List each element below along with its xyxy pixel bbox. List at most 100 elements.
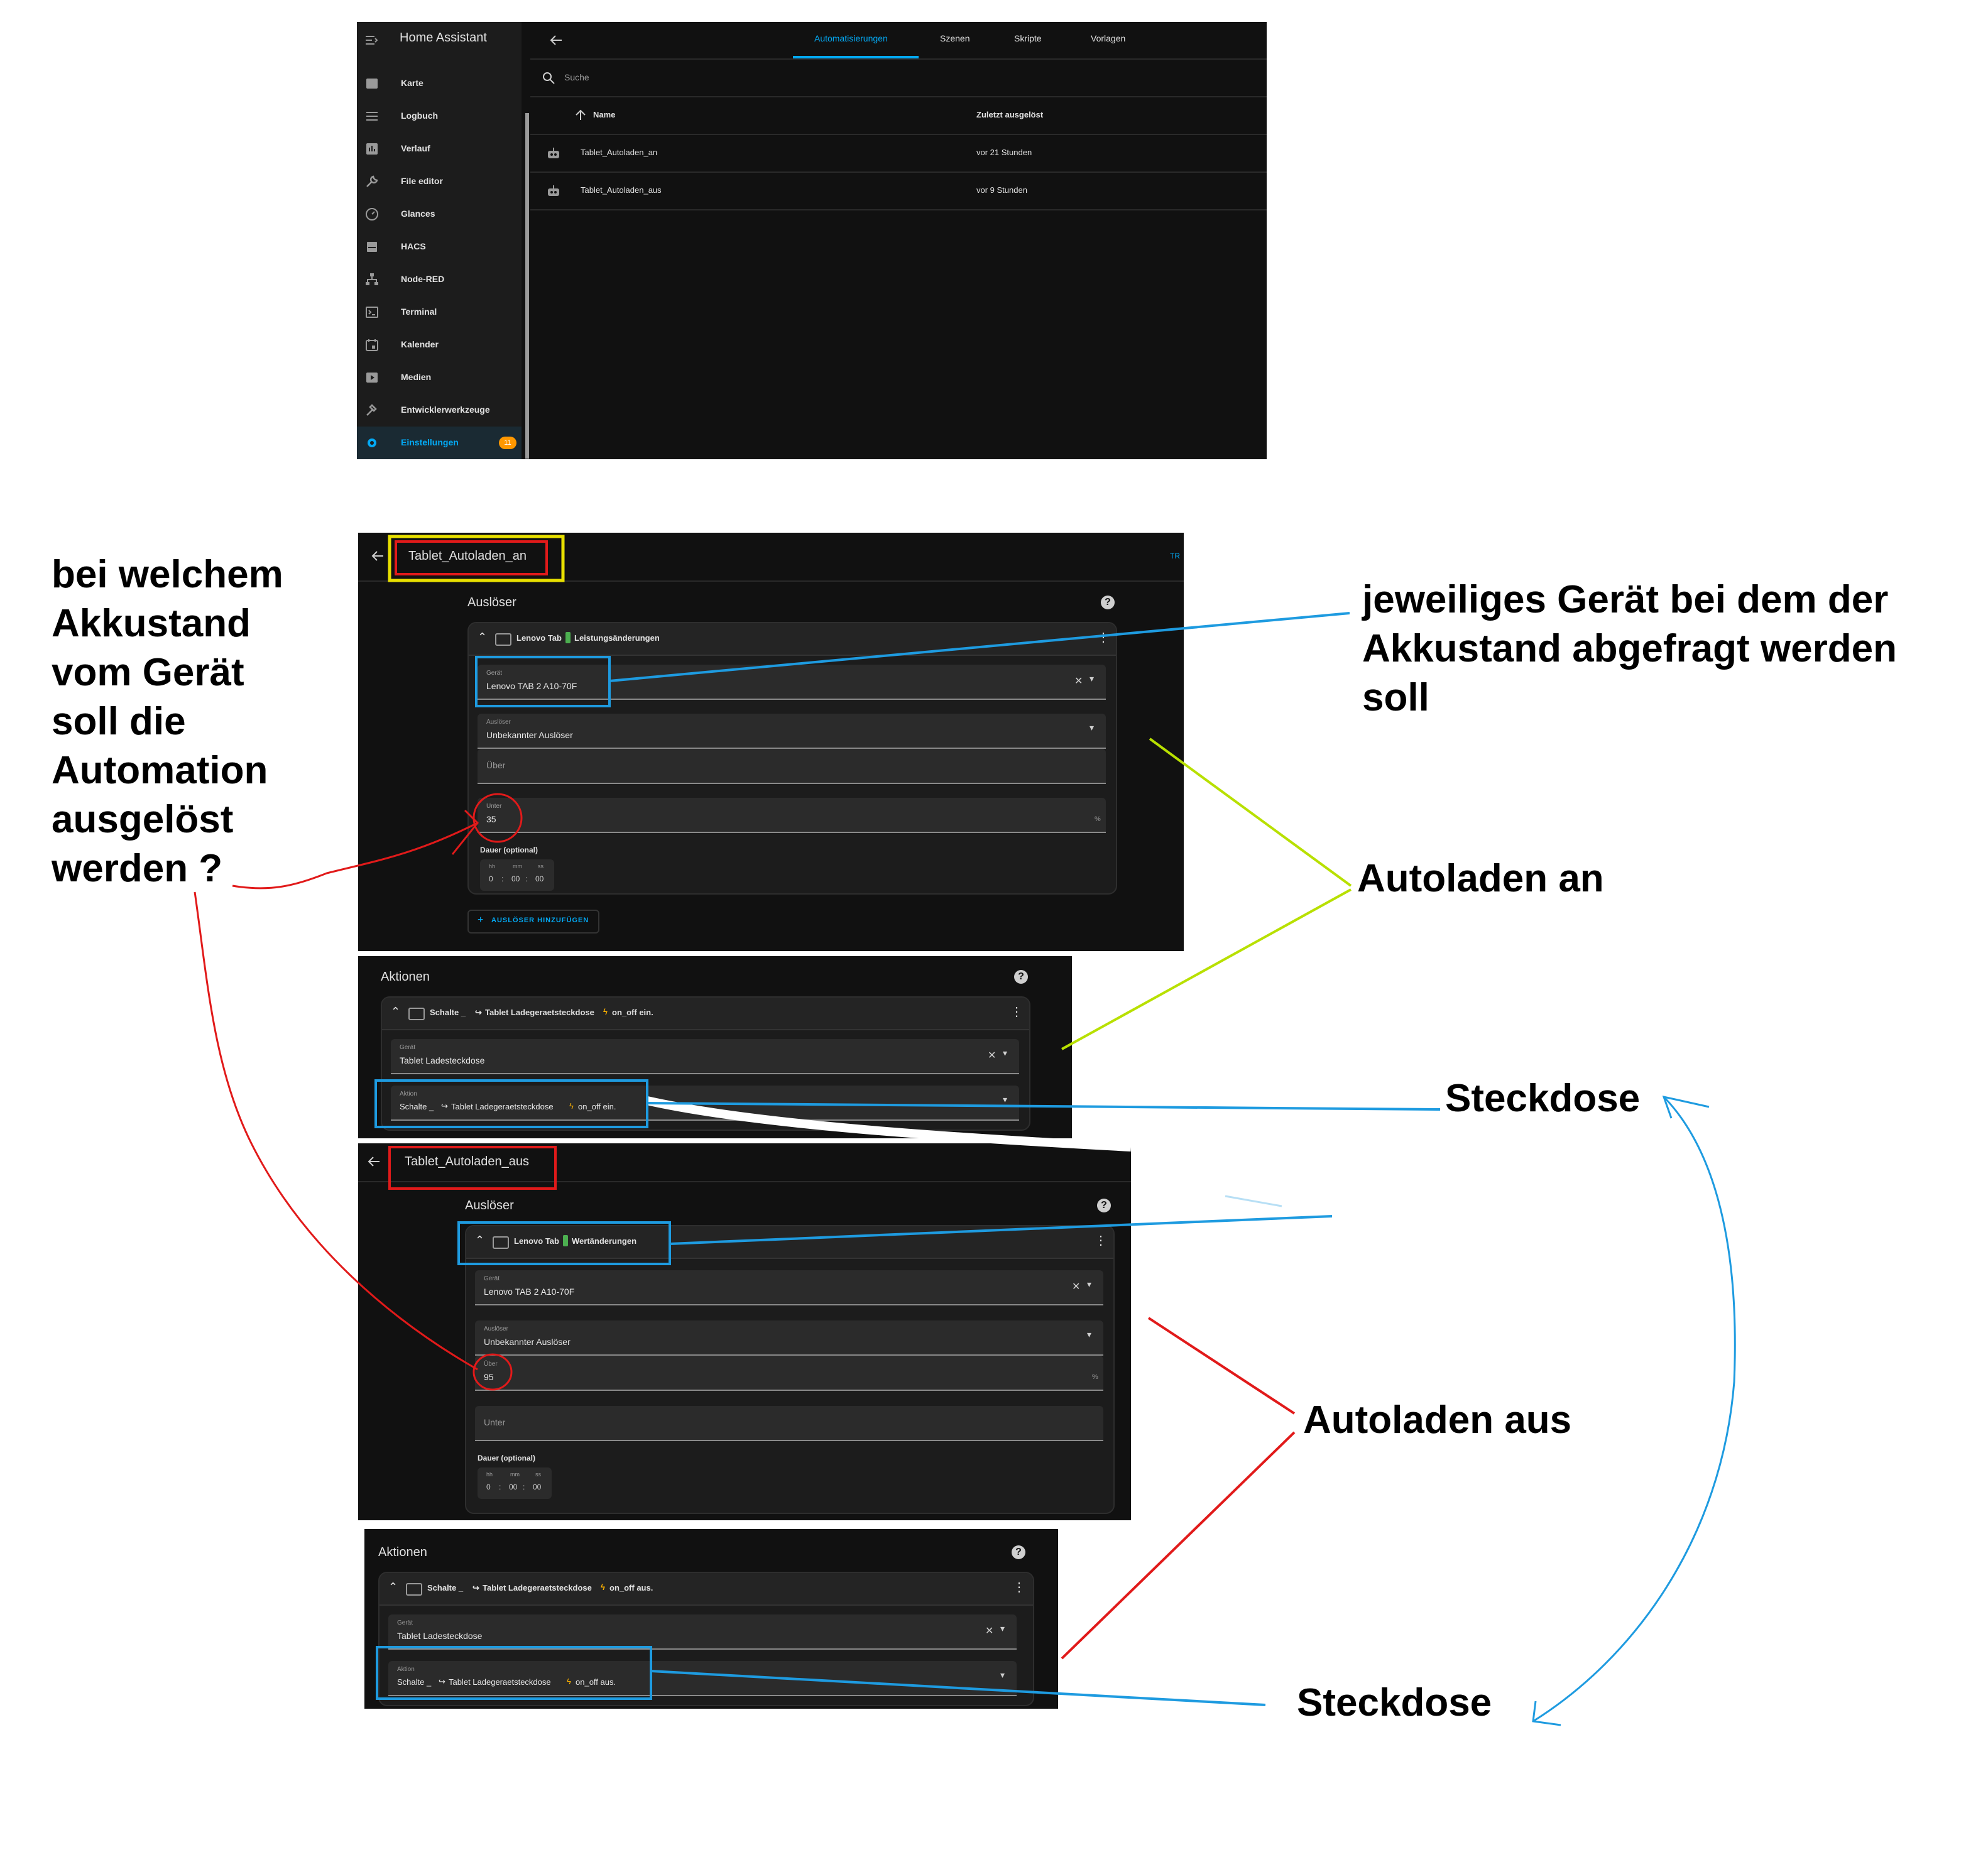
automation-aus-editor: Tablet_Autoladen_aus Auslöser ? ⌃ Lenovo… bbox=[358, 1143, 1131, 1520]
duration-input[interactable]: hh mm ss 0 : 00 : 00 bbox=[478, 1467, 552, 1499]
chevron-up-icon[interactable]: ⌃ bbox=[478, 631, 488, 643]
trigger-device: Lenovo Tab bbox=[516, 633, 562, 643]
ss-value[interactable]: 00 bbox=[535, 874, 544, 883]
table-header: Name Zuletzt ausgelöst bbox=[530, 97, 1267, 135]
sidebar-item-node-red[interactable]: Node-RED bbox=[357, 263, 522, 296]
sort-up-icon[interactable] bbox=[574, 109, 587, 124]
sidebar-item-hacs[interactable]: HACS bbox=[357, 231, 522, 263]
table-row[interactable]: Tablet_Autoladen_an vor 21 Stunden bbox=[530, 135, 1267, 173]
chevron-up-icon[interactable]: ⌃ bbox=[391, 1005, 401, 1018]
duration-input[interactable]: hh mm ss 0 : 00 : 00 bbox=[480, 859, 554, 891]
add-trigger-button[interactable]: + AUSLÖSER HINZUFÜGEN bbox=[467, 910, 599, 934]
action-verb: Schalte _ bbox=[427, 1583, 464, 1592]
corner-text[interactable]: TR bbox=[1170, 552, 1180, 560]
hh-value[interactable]: 0 bbox=[486, 1483, 491, 1491]
automation-title[interactable]: Tablet_Autoladen_aus bbox=[405, 1155, 529, 1168]
mm-value[interactable]: 00 bbox=[509, 1483, 518, 1491]
automation-title[interactable]: Tablet_Autoladen_an bbox=[408, 549, 527, 563]
blue-line-device-an bbox=[609, 612, 1350, 682]
bolt-icon: ϟ bbox=[569, 1101, 574, 1111]
sidebar-item-label: File editor bbox=[401, 176, 443, 186]
ueber-field[interactable]: Über 95 % bbox=[475, 1356, 1103, 1391]
hammer-icon bbox=[364, 403, 380, 418]
back-arrow-icon[interactable] bbox=[549, 33, 563, 50]
red-line-to-ueber bbox=[194, 891, 478, 1371]
table-row[interactable]: Tablet_Autoladen_aus vor 9 Stunden bbox=[530, 173, 1267, 210]
unter-field[interactable]: Unter bbox=[475, 1406, 1103, 1441]
chevron-up-icon[interactable]: ⌃ bbox=[475, 1234, 485, 1246]
ss-value[interactable]: 00 bbox=[533, 1483, 542, 1491]
unter-field[interactable]: Unter 35 % bbox=[478, 798, 1106, 833]
clear-icon[interactable]: ✕ bbox=[1072, 1282, 1081, 1292]
sidebar-item-file-editor[interactable]: File editor bbox=[357, 165, 522, 198]
sidebar-item-glances[interactable]: Glances bbox=[357, 198, 522, 231]
column-name[interactable]: Name bbox=[593, 110, 616, 119]
blue-line-steckdose-1 bbox=[647, 1102, 1441, 1111]
dropdown-arrow-icon[interactable]: ▾ bbox=[1003, 1094, 1008, 1104]
annotation-line: vom Gerät bbox=[52, 651, 244, 694]
hh-value[interactable]: 0 bbox=[489, 874, 493, 883]
sidebar-item-karte[interactable]: Karte bbox=[357, 67, 522, 100]
sidebar-item-verlauf[interactable]: Verlauf bbox=[357, 133, 522, 165]
more-vert-icon[interactable]: ⋮ bbox=[1013, 1581, 1025, 1594]
help-icon[interactable]: ? bbox=[1014, 970, 1028, 984]
sidebar-item-terminal[interactable]: Terminal bbox=[357, 296, 522, 329]
field-label: Gerät bbox=[397, 1620, 413, 1626]
sidebar-item-entwicklerwerkzeuge[interactable]: Entwicklerwerkzeuge bbox=[357, 394, 522, 427]
action-card-header[interactable]: ⌃ Schalte _ ↪ Tablet Ladegeraetsteckdose… bbox=[380, 1573, 1033, 1606]
tab-szenen[interactable]: Szenen bbox=[940, 33, 970, 43]
search-bar[interactable]: Suche bbox=[530, 60, 1267, 97]
annotation-line: bei welchem bbox=[52, 553, 283, 596]
help-icon[interactable]: ? bbox=[1097, 1199, 1111, 1212]
more-vert-icon[interactable]: ⋮ bbox=[1010, 1005, 1023, 1019]
help-icon[interactable]: ? bbox=[1101, 596, 1115, 609]
ausloeser-field[interactable]: Auslöser Unbekannter Auslöser ▾ bbox=[475, 1320, 1103, 1356]
dropdown-arrow-icon[interactable]: ▾ bbox=[1087, 1329, 1092, 1339]
back-arrow-icon[interactable] bbox=[371, 549, 385, 566]
actions-an-panel: Aktionen ? ⌃ Schalte _ ↪ Tablet Ladegera… bbox=[358, 956, 1072, 1138]
action-card-header[interactable]: ⌃ Schalte _ ↪ Tablet Ladegeraetsteckdose… bbox=[382, 998, 1029, 1030]
ueber-field[interactable]: Über bbox=[478, 749, 1106, 784]
help-icon[interactable]: ? bbox=[1012, 1545, 1025, 1559]
mm-value[interactable]: 00 bbox=[511, 874, 520, 883]
sidebar-item-label: Medien bbox=[401, 372, 432, 382]
sidebar-item-logbuch[interactable]: Logbuch bbox=[357, 100, 522, 133]
dropdown-arrow-icon[interactable]: ▾ bbox=[1090, 673, 1095, 683]
field-value: 95 bbox=[484, 1372, 494, 1382]
dropdown-arrow-icon[interactable]: ▾ bbox=[1000, 1670, 1005, 1680]
menu-icon[interactable] bbox=[364, 33, 378, 47]
sidebar-item-kalender[interactable]: Kalender bbox=[357, 329, 522, 361]
action-geraet-field[interactable]: Gerät Tablet Ladesteckdose ✕ ▾ bbox=[391, 1039, 1019, 1074]
chevron-up-icon[interactable]: ⌃ bbox=[388, 1581, 398, 1593]
column-last-triggered[interactable]: Zuletzt ausgelöst bbox=[976, 110, 1044, 119]
back-arrow-icon[interactable] bbox=[367, 1155, 381, 1172]
dropdown-arrow-icon[interactable]: ▾ bbox=[1000, 1623, 1005, 1633]
tab-automatisierungen[interactable]: Automatisierungen bbox=[814, 33, 888, 43]
clear-icon[interactable]: ✕ bbox=[988, 1050, 997, 1061]
geraet-field[interactable]: Gerät Lenovo TAB 2 A10-70F ✕ ▾ bbox=[478, 665, 1106, 700]
trigger-card-header[interactable]: ⌃ Lenovo Tab Wertänderungen ⋮ bbox=[466, 1226, 1113, 1259]
dropdown-arrow-icon[interactable]: ▾ bbox=[1087, 1279, 1092, 1289]
ausloeser-field[interactable]: Auslöser Unbekannter Auslöser ▾ bbox=[478, 714, 1106, 749]
trigger-card-header[interactable]: ⌃ Lenovo Tab Leistungsänderungen ⋮ bbox=[469, 623, 1116, 656]
geraet-field[interactable]: Gerät Lenovo TAB 2 A10-70F ✕ ▾ bbox=[475, 1270, 1103, 1305]
annotation-line: jeweiliges Gerät bei dem der bbox=[1362, 578, 1889, 621]
action-aktion-field[interactable]: Aktion Schalte _ ↪ Tablet Ladegeraetstec… bbox=[388, 1661, 1017, 1696]
tab-skripte[interactable]: Skripte bbox=[1014, 33, 1042, 43]
mm-label: mm bbox=[510, 1471, 520, 1478]
tab-vorlagen[interactable]: Vorlagen bbox=[1091, 33, 1126, 43]
clear-icon[interactable]: ✕ bbox=[1074, 676, 1083, 687]
clear-icon[interactable]: ✕ bbox=[985, 1626, 994, 1636]
dropdown-arrow-icon[interactable]: ▾ bbox=[1090, 722, 1095, 732]
search-input[interactable]: Suche bbox=[564, 72, 589, 82]
dropdown-arrow-icon[interactable]: ▾ bbox=[1003, 1048, 1008, 1058]
sidebar-scrollbar[interactable] bbox=[525, 113, 529, 459]
red-line-aus-2 bbox=[1061, 1431, 1296, 1660]
more-vert-icon[interactable]: ⋮ bbox=[1095, 1234, 1107, 1248]
sidebar-item-medien[interactable]: Medien bbox=[357, 361, 522, 394]
action-geraet-field[interactable]: Gerät Tablet Ladesteckdose ✕ ▾ bbox=[388, 1614, 1017, 1650]
play-box-icon bbox=[364, 370, 380, 385]
blue-line-device-aus bbox=[669, 1215, 1333, 1245]
bolt-icon: ϟ bbox=[601, 1582, 605, 1592]
